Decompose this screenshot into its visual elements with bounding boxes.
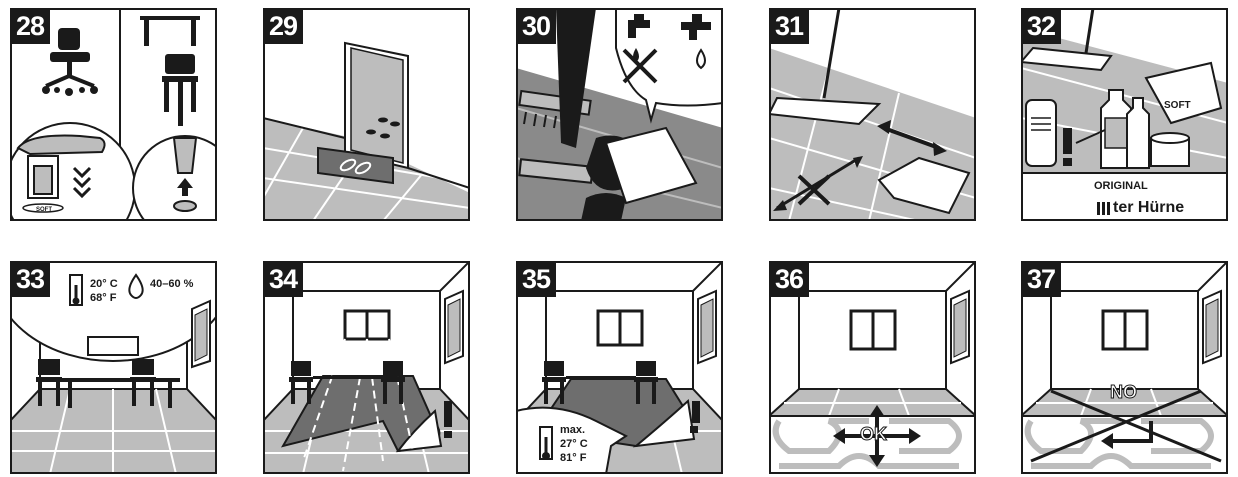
step-number: 33 [10,261,50,297]
picture-frame [192,301,210,367]
window [598,311,642,345]
window [851,311,895,349]
warning-icon [1063,128,1072,154]
humidity-range: 40–60 % [150,278,193,290]
chair-castor-detail [10,123,135,221]
chair-icon [140,16,200,126]
step-number: 31 [769,8,809,44]
bottle-icon [1026,100,1056,166]
temperature-fahrenheit: 68° F [90,292,116,304]
temperature-celsius: 20° C [90,278,118,290]
step-number: 29 [263,8,303,44]
brand-logo-mark [1097,202,1110,215]
warning-icon [444,401,452,438]
panel-29: 29 [263,8,470,221]
picture-frame [951,291,969,363]
panel-37: 37 NO [1021,261,1228,474]
panel-32: 32 SOFT ORIGINAL ter Hürne [1021,8,1228,221]
soft-label: SOFT [36,207,52,213]
panel-34: 34 [263,261,470,474]
original-label: ORIGINAL [1094,180,1148,192]
picture-frame [445,291,463,363]
ok-label: OK [860,424,887,445]
soft-label: SOFT [1164,100,1191,111]
window [1103,311,1147,349]
picture-frame [698,291,716,363]
panel-35: 35 max. 27° C 81° F [516,261,723,474]
panel-28: 28 SOFT [10,8,217,221]
panel-31: 31 [769,8,976,221]
step-number: 32 [1021,8,1061,44]
step-number: 35 [516,261,556,297]
thermometer-icon [70,275,82,305]
step-number: 30 [516,8,556,44]
chair-leg-felt-detail [133,136,217,221]
window [345,311,389,339]
temperature-celsius: 27° C [560,438,588,450]
no-label: NO [1110,382,1137,403]
office-chair-icon [42,28,98,96]
brand-name: ter Hürne [1113,199,1184,217]
step-number: 28 [10,8,50,44]
step-number: 37 [1021,261,1061,297]
step-number: 36 [769,261,809,297]
thermometer-icon [540,427,552,460]
picture-frame [1203,291,1221,363]
step-number: 34 [263,261,303,297]
panel-30: 30 [516,8,723,221]
panel-36: 36 OK [769,261,976,474]
max-label: max. [560,424,585,436]
panel-33: 33 20° C 68° F 40–60 % [10,261,217,474]
temperature-fahrenheit: 81° F [560,452,586,464]
